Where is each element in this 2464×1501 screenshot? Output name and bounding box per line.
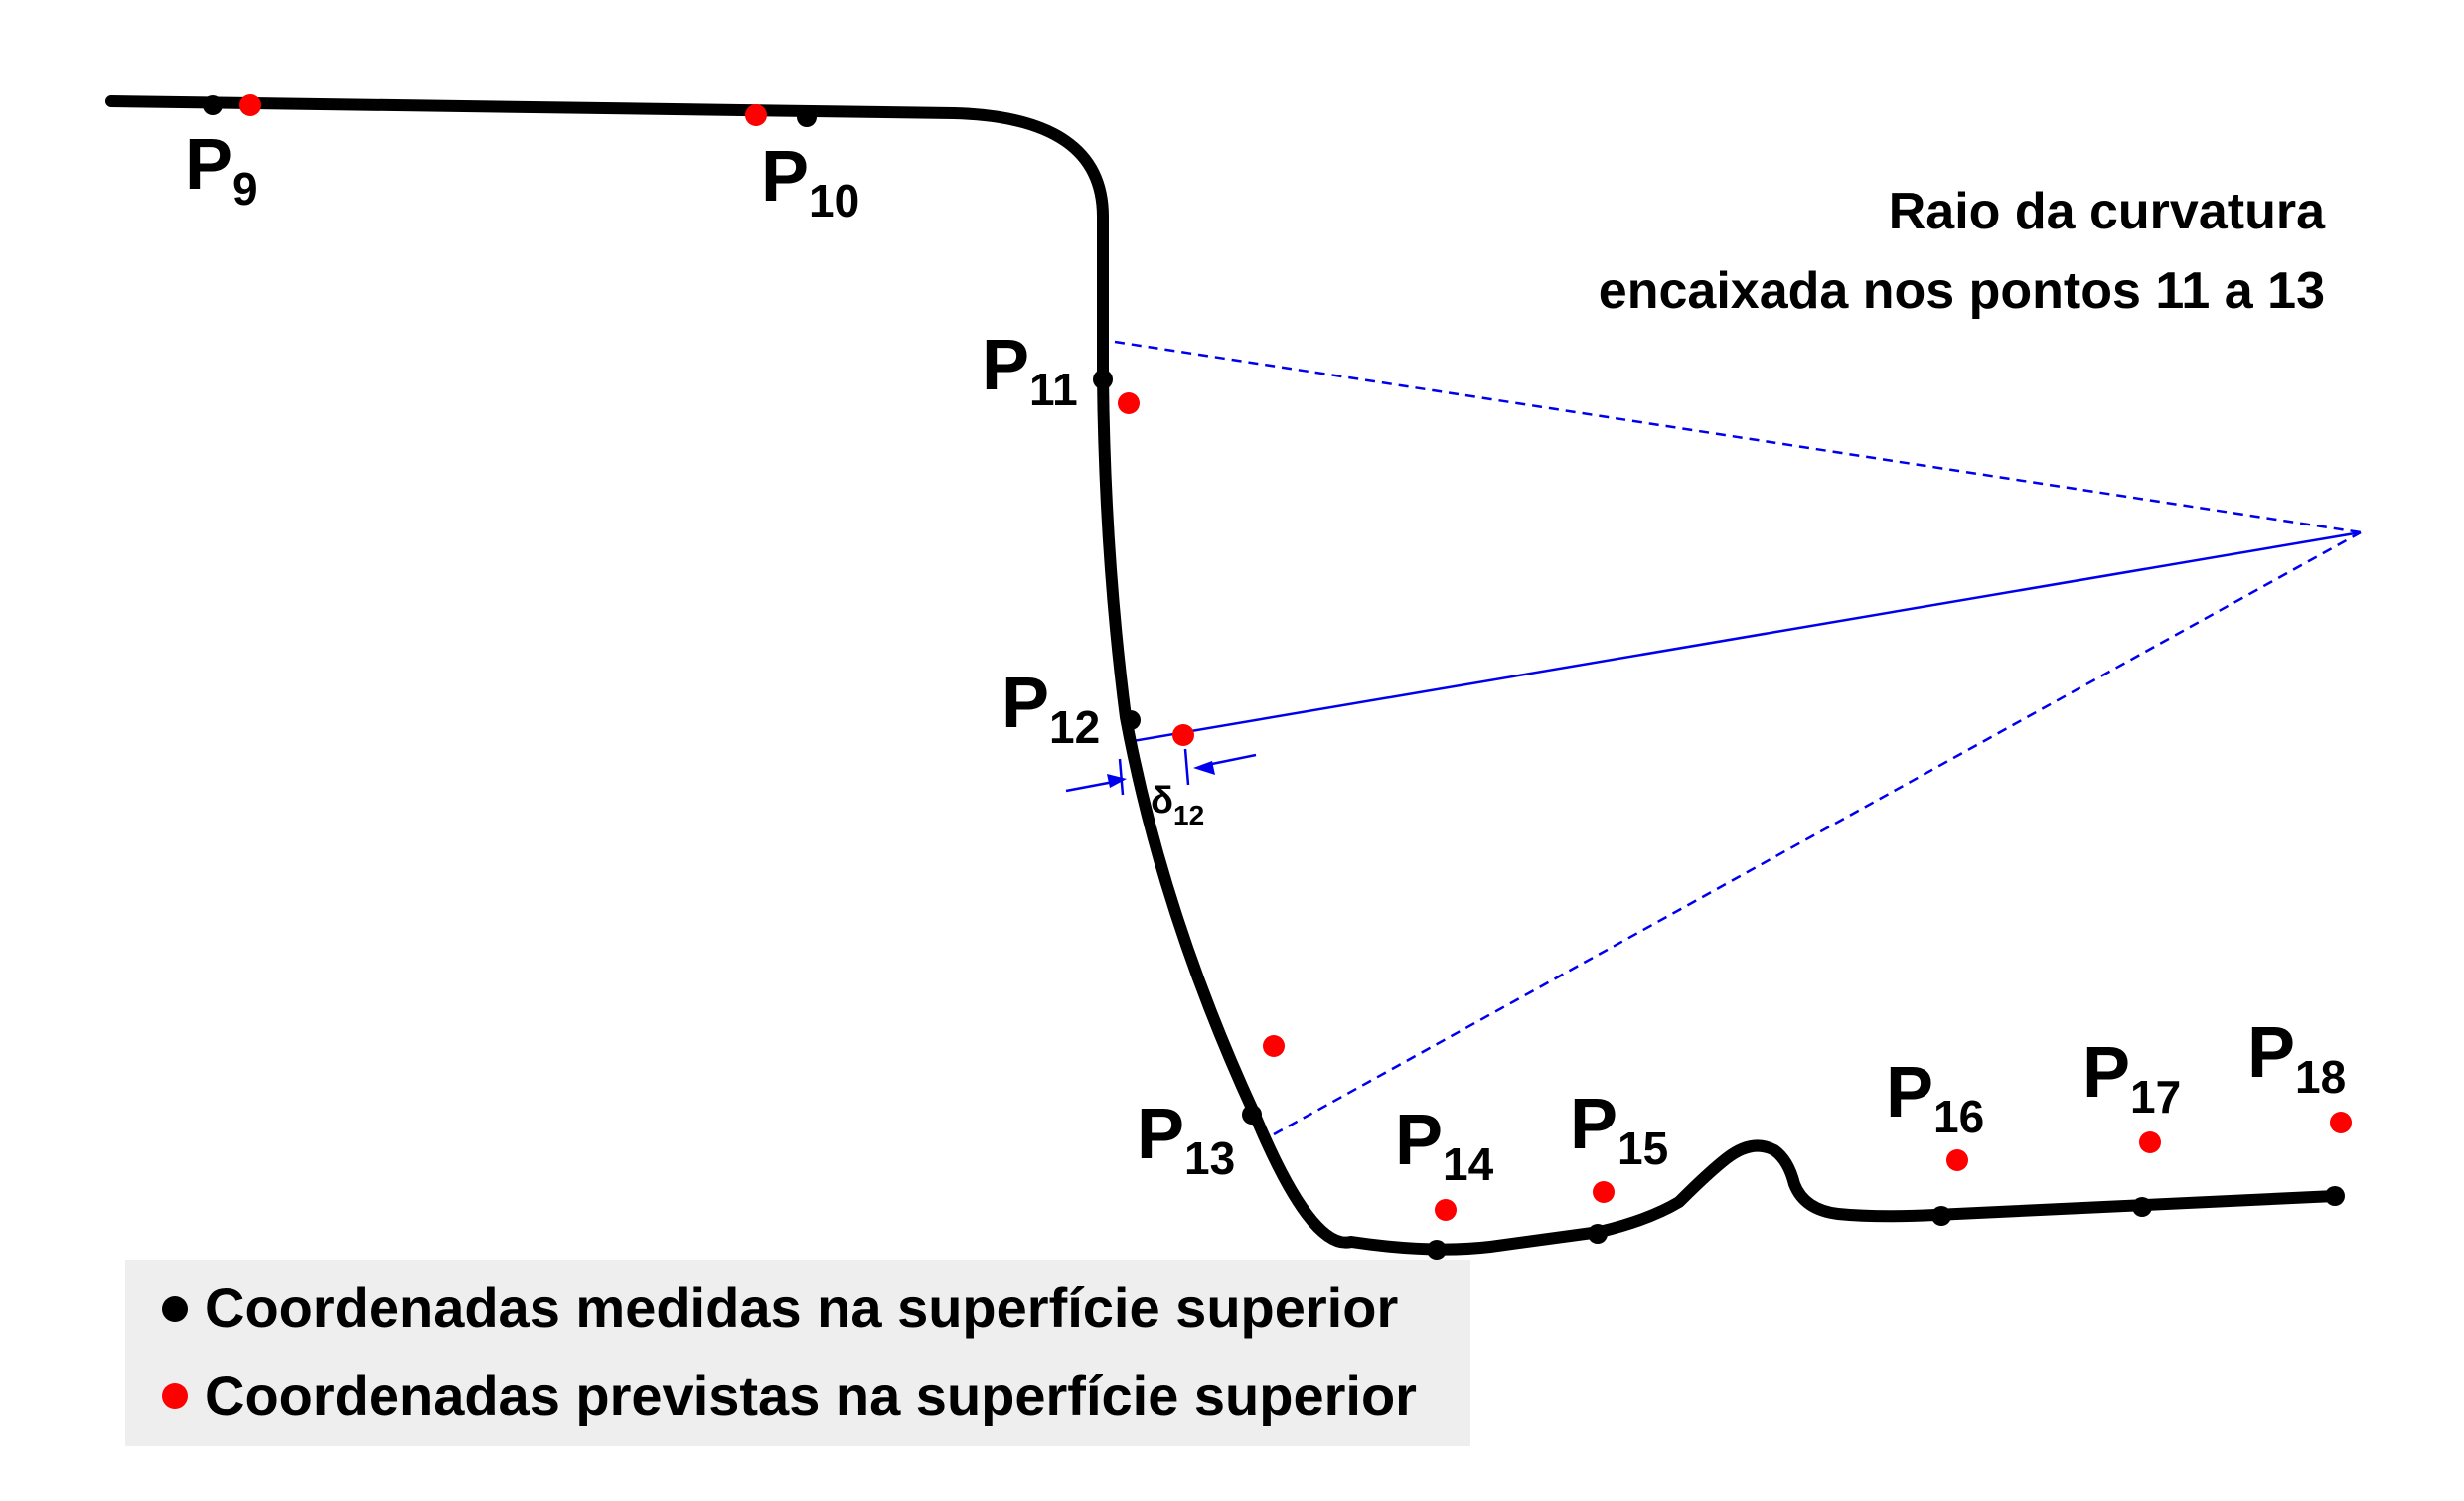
label-p13: P13 [1137, 1095, 1235, 1184]
label-p18: P18 [2247, 1013, 2346, 1103]
label-p12: P12 [1001, 664, 1100, 753]
delta-arrowhead-left [1107, 774, 1127, 788]
radius-line-p11-dashed [1114, 340, 2362, 534]
radius-annotation-line2: encaixada nos pontos 11 a 13 [1599, 262, 2325, 320]
label-p16: P16 [1886, 1053, 1984, 1142]
measured-point-p10 [797, 107, 817, 127]
delta-arrowhead-right [1193, 761, 1215, 775]
measured-point-p12 [1121, 710, 1141, 730]
delta-tick-right [1183, 748, 1190, 786]
label-p11: P11 [982, 326, 1078, 415]
predicted-point-p11 [1118, 392, 1140, 414]
predicted-point-p16 [1946, 1149, 1968, 1171]
label-p14: P14 [1395, 1101, 1494, 1190]
point-labels: P9 P10 P11 P12 P13 P14 P15 P16 P17 P18 [185, 125, 2346, 1190]
measured-points [203, 95, 2345, 1260]
legend-box [125, 1260, 1470, 1446]
measured-surface-profile [105, 95, 2341, 1256]
predicted-point-p13 [1263, 1035, 1285, 1057]
measured-point-p13 [1242, 1105, 1262, 1125]
legend-measured-marker [162, 1296, 188, 1322]
label-p15: P15 [1570, 1085, 1668, 1174]
predicted-point-p14 [1435, 1199, 1457, 1221]
predicted-point-p17 [2139, 1131, 2161, 1153]
predicted-point-p9 [239, 94, 261, 116]
predicted-point-p15 [1593, 1181, 1615, 1203]
label-p9: P9 [185, 125, 258, 215]
measured-point-p15 [1588, 1224, 1608, 1244]
radius-annotation-line1: Raio da curvatura [1889, 183, 2326, 240]
measured-point-p11 [1093, 370, 1113, 389]
measured-point-p18 [2325, 1186, 2345, 1206]
legend-predicted-marker [162, 1383, 188, 1409]
delta-label: δ12 [1151, 780, 1204, 830]
predicted-points [239, 94, 2352, 1221]
predicted-point-p18 [2330, 1112, 2352, 1133]
measured-point-p17 [2132, 1197, 2152, 1217]
label-p10: P10 [761, 137, 859, 226]
radius-line-p13-dashed [1273, 530, 2362, 1136]
measured-point-p14 [1427, 1240, 1447, 1260]
measured-point-p9 [203, 95, 223, 115]
label-p17: P17 [2082, 1033, 2181, 1123]
legend-measured-label: Coordenadas medidas na superfície superi… [205, 1276, 1398, 1339]
predicted-point-p10 [745, 104, 767, 126]
predicted-point-p12 [1172, 724, 1194, 746]
measured-point-p16 [1931, 1206, 1951, 1226]
legend-predicted-label: Coordenadas previstas na superfície supe… [205, 1364, 1417, 1426]
radius-line-p12-solid [1132, 530, 2362, 743]
delta-tick-left [1118, 758, 1125, 796]
